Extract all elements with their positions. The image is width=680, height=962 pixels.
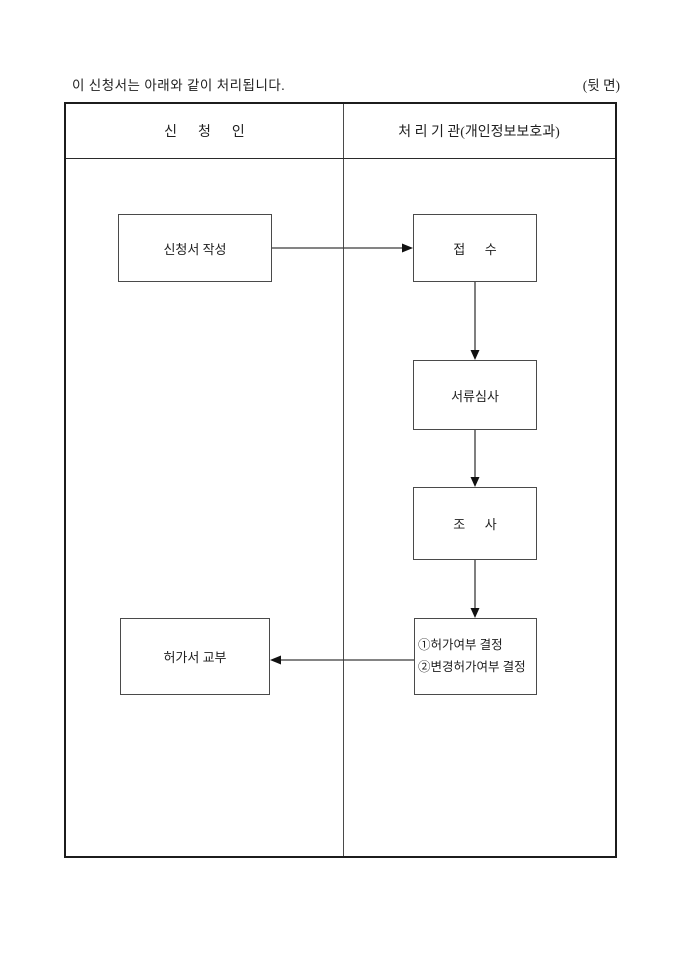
header-applicant: 신 청 인 xyxy=(164,125,245,140)
table-header-row: 신 청 인 처 리 기 관(개인정보보호과) xyxy=(66,104,615,159)
flow-box-investigation: 조 사 xyxy=(413,487,537,560)
decision-line-2: ②변경허가여부 결정 xyxy=(418,659,526,674)
flow-box-issue-permit: 허가서 교부 xyxy=(120,618,270,695)
flow-box-document-review: 서류심사 xyxy=(413,360,537,430)
header-agency: 처 리 기 관(개인정보보호과) xyxy=(398,125,560,140)
column-divider xyxy=(343,104,344,856)
decision-line-1: ①허가여부 결정 xyxy=(418,637,503,652)
intro-text: 이 신청서는 아래와 같이 처리됩니다. xyxy=(72,78,286,93)
flow-box-write-application: 신청서 작성 xyxy=(118,214,272,282)
page-side-label: (뒷 면) xyxy=(582,78,620,93)
flow-box-decision: ①허가여부 결정 ②변경허가여부 결정 xyxy=(414,618,537,695)
flow-box-receipt: 접 수 xyxy=(413,214,537,282)
